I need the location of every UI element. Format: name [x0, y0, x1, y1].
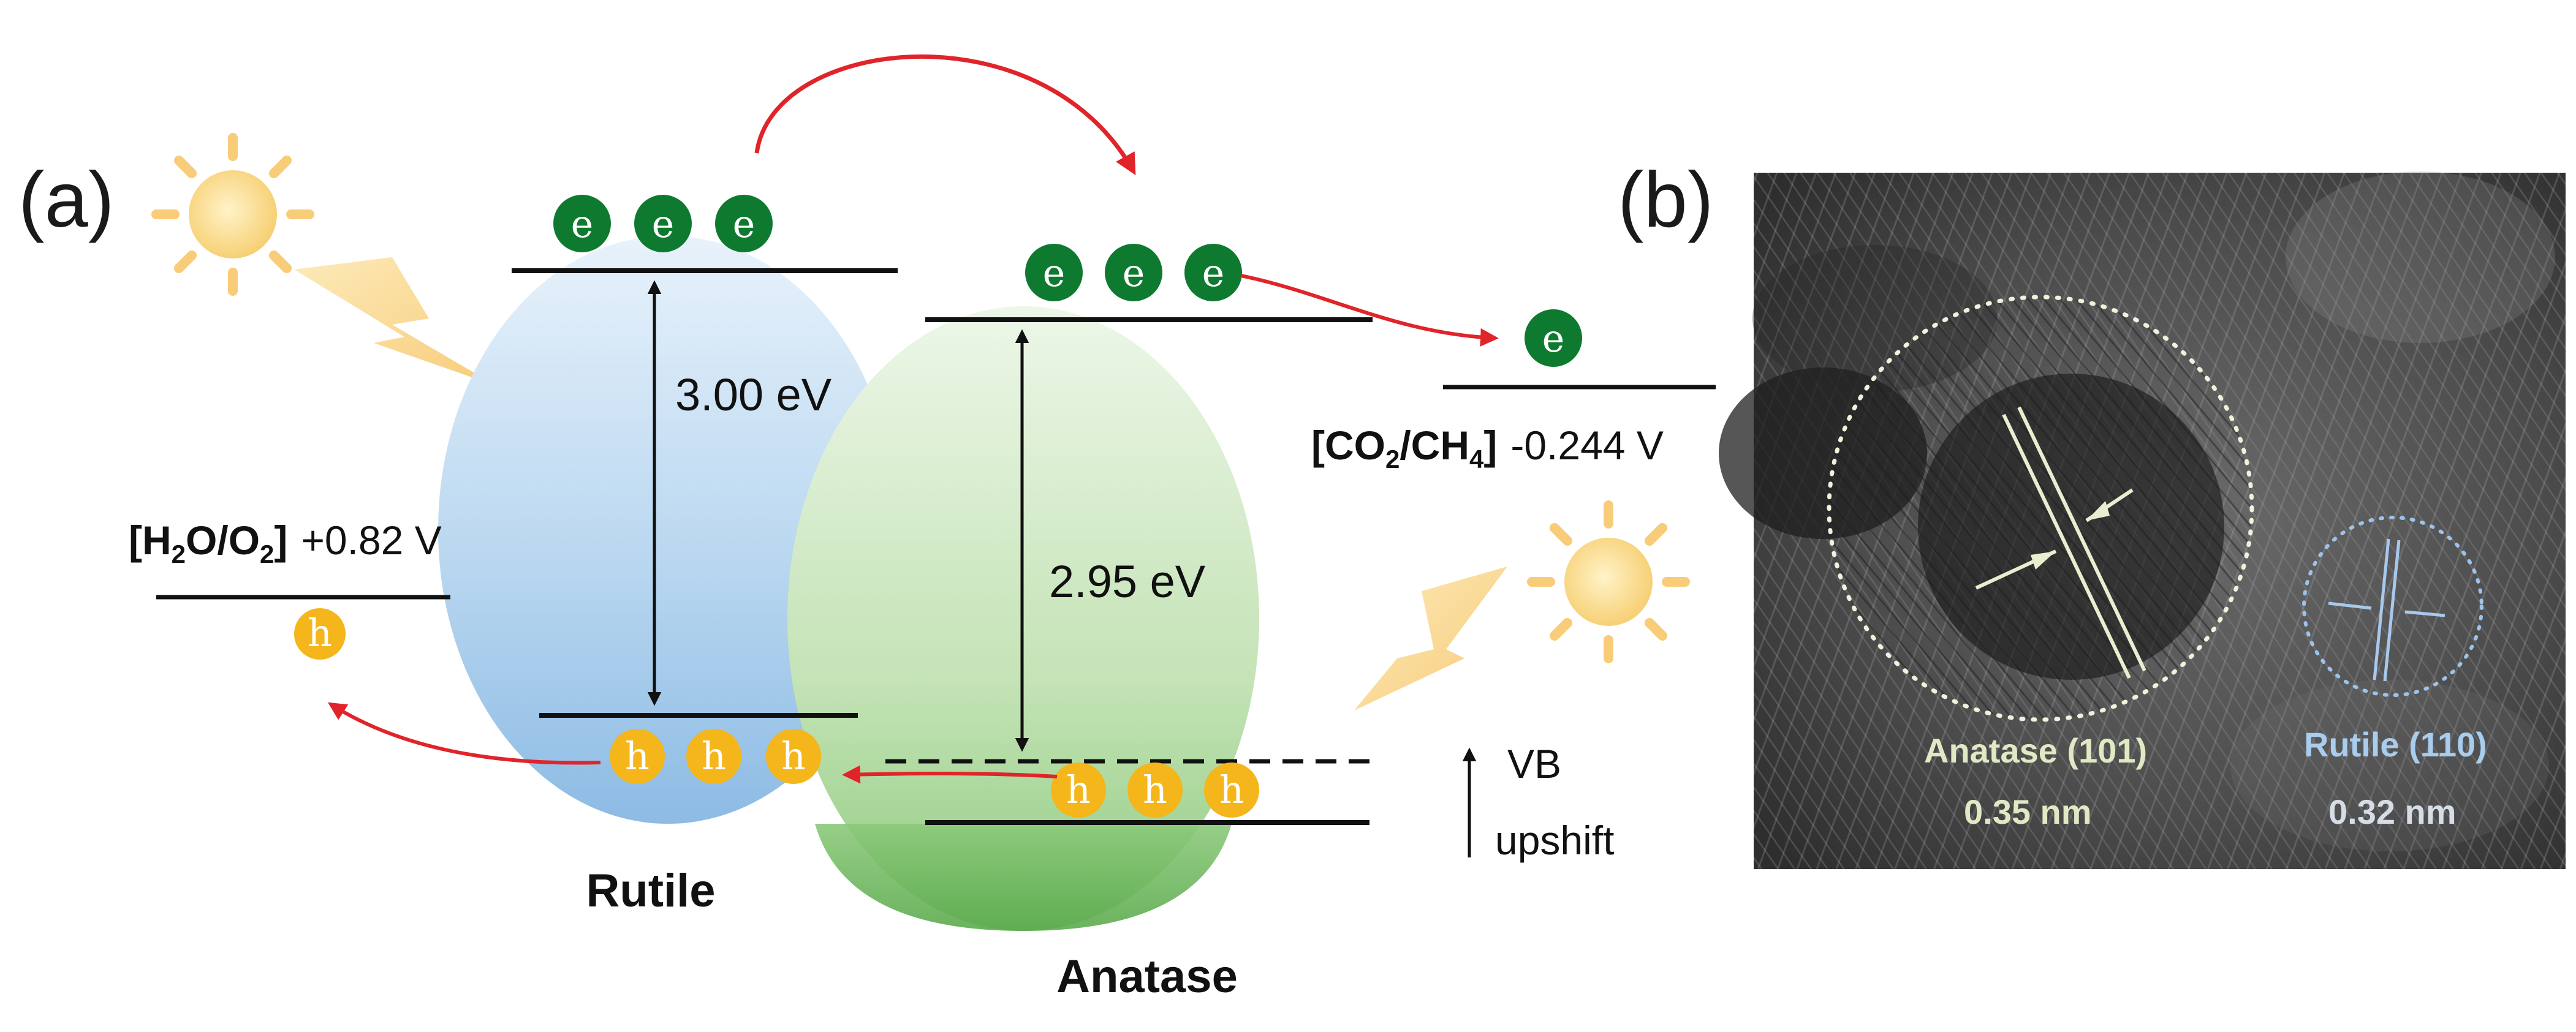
anatase-band-gap: 2.95 eV: [1049, 556, 1206, 607]
anatase-holes: h h h: [1051, 763, 1259, 818]
oxidation-potential-label: [H2O/O2]+0.82 V: [129, 518, 442, 568]
rutile-label: Rutile: [586, 865, 715, 917]
reduction-potential-label: [CO2/CH4]-0.244 V: [1311, 423, 1664, 473]
svg-text:e: e: [733, 202, 756, 246]
electron-transfer-arrow: [754, 54, 1136, 176]
electron: e: [634, 195, 692, 252]
hole: h: [1204, 763, 1259, 818]
rutile-electrons: e e e: [553, 195, 773, 252]
hole: h: [686, 729, 741, 784]
hole: h: [1127, 763, 1183, 818]
sun-icon: [1527, 500, 1690, 663]
rutile-spacing-label: 0.32 nm: [2328, 793, 2457, 831]
rutile-measure-lines: [2328, 538, 2445, 682]
rutile-sphere: [438, 236, 898, 824]
electron-reduction-arrow: [1240, 274, 1499, 347]
anatase-sphere-base: [815, 824, 1232, 931]
sun-icon: [151, 133, 314, 296]
electron: e: [1184, 244, 1242, 301]
tem-image: Anatase (101) 0.35 nm Rutile (110) 0.32 …: [1719, 171, 2566, 869]
panel-a-label: (a): [18, 156, 114, 244]
electron: e: [715, 195, 773, 252]
reduced-electron: e: [1525, 309, 1582, 367]
anatase-label: Anatase: [1056, 951, 1238, 1003]
panel-b: (b): [1618, 156, 2566, 869]
anatase-plane-label: Anatase (101): [1924, 731, 2147, 770]
svg-text:h: h: [1219, 767, 1244, 812]
rutile-ring: [2302, 516, 2483, 697]
anatase-ring: [1827, 295, 2254, 722]
svg-text:h: h: [781, 734, 806, 778]
rutile-band-gap: 3.00 eV: [675, 369, 832, 420]
electron: e: [553, 195, 611, 252]
hole-oxidation-arrow: [327, 702, 601, 765]
rutile-plane-label: Rutile (110): [2304, 725, 2487, 764]
svg-text:e: e: [1542, 316, 1565, 361]
svg-text:e: e: [1043, 250, 1066, 295]
oxidation-hole: h: [294, 608, 346, 660]
electron: e: [1105, 244, 1162, 301]
svg-text:h: h: [308, 611, 332, 655]
svg-text:h: h: [702, 734, 726, 778]
vb-upshift-line2: upshift: [1495, 818, 1614, 863]
hole: h: [1051, 763, 1106, 818]
rutile-holes: h h h: [610, 729, 821, 784]
lightning-icon: [294, 257, 496, 386]
svg-text:h: h: [625, 734, 650, 778]
svg-text:h: h: [1066, 767, 1091, 812]
electron: e: [1025, 244, 1083, 301]
svg-text:e: e: [1202, 250, 1225, 295]
hole-transfer-arrow: [842, 765, 1058, 784]
anatase-electrons: e e e: [1025, 244, 1242, 301]
anatase-spacing-label: 0.35 nm: [1964, 793, 2092, 831]
panel-b-label: (b): [1618, 156, 1713, 244]
panel-a: (a) 3.00 eV: [18, 54, 1716, 1003]
svg-text:e: e: [652, 202, 675, 246]
svg-text:h: h: [1143, 767, 1167, 812]
vb-upshift-line1: VB: [1507, 741, 1561, 786]
svg-text:e: e: [1123, 250, 1145, 295]
svg-text:e: e: [571, 202, 594, 246]
hole: h: [610, 729, 665, 784]
lightning-icon: [1354, 567, 1507, 710]
hole: h: [766, 729, 821, 784]
